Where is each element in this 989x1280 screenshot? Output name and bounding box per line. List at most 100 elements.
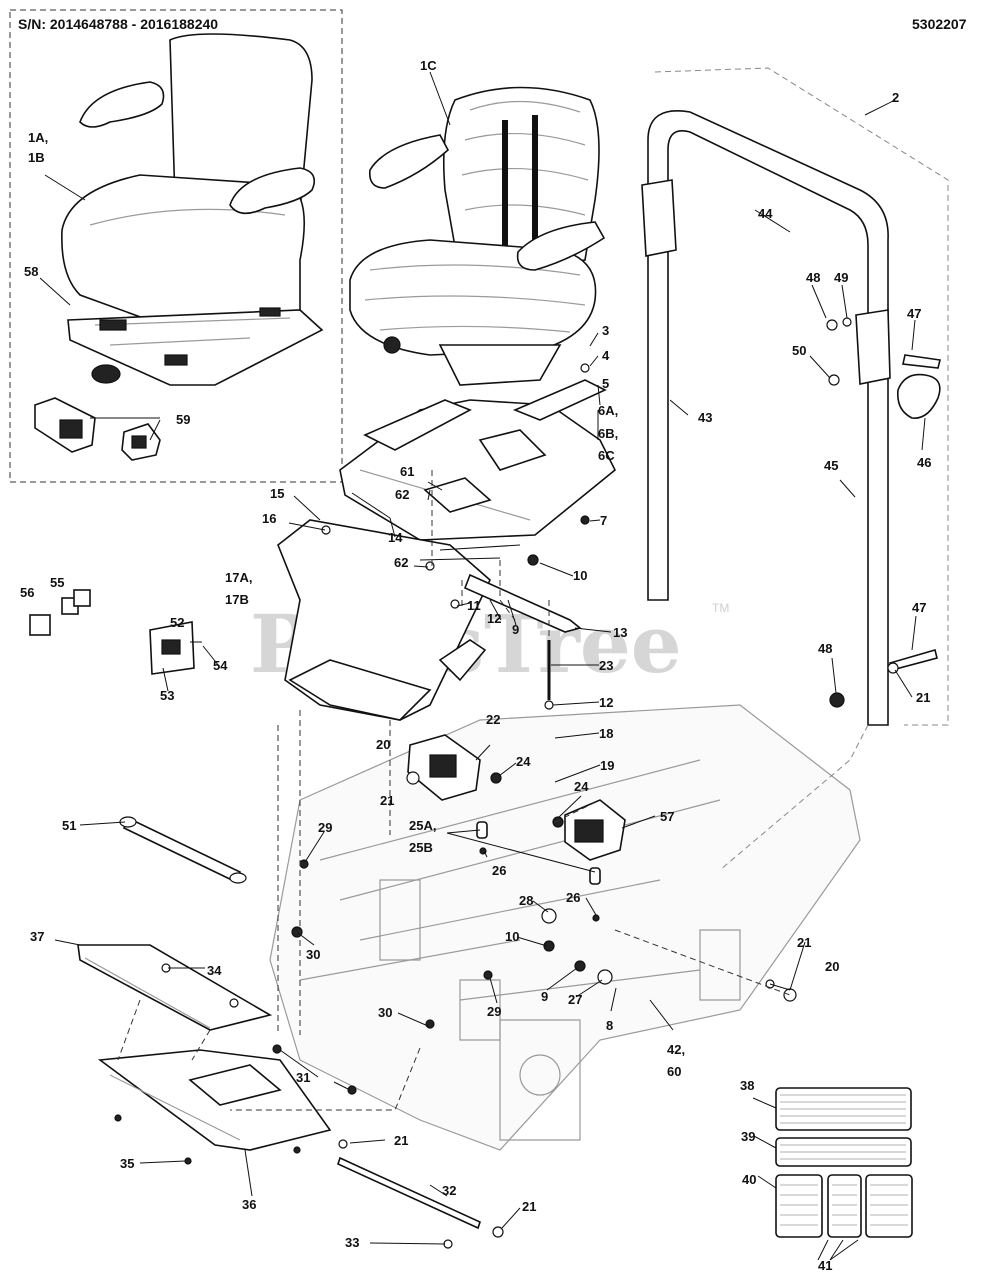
callout-29b: 29 xyxy=(487,1004,501,1019)
callout-62a: 62 xyxy=(395,487,409,502)
callout-17b: 17B xyxy=(225,592,249,607)
callout-51: 51 xyxy=(62,818,76,833)
decal-38 xyxy=(775,1087,912,1131)
callout-6a: 6A, xyxy=(598,403,618,418)
callout-1b: 1B xyxy=(28,150,45,165)
callout-6c: 6C xyxy=(598,448,615,463)
deck-plate-36 xyxy=(97,1049,332,1151)
callout-47b: 47 xyxy=(912,600,926,615)
callout-33: 33 xyxy=(345,1235,359,1250)
callout-8: 8 xyxy=(606,1018,613,1033)
callout-5: 5 xyxy=(602,376,609,391)
callout-53: 53 xyxy=(160,688,174,703)
callout-49: 49 xyxy=(834,270,848,285)
seat-1c xyxy=(349,86,606,386)
callout-48b: 48 xyxy=(818,641,832,656)
chassis-frame xyxy=(269,704,861,1151)
seat-adjust-lever xyxy=(419,544,582,633)
callout-38: 38 xyxy=(740,1078,754,1093)
callout-45: 45 xyxy=(824,458,838,473)
seat-pan xyxy=(277,519,491,721)
callout-46: 46 xyxy=(917,455,931,470)
callout-59: 59 xyxy=(176,412,190,427)
callout-19: 19 xyxy=(600,758,614,773)
callout-42: 42, xyxy=(667,1042,685,1057)
relays xyxy=(29,589,91,636)
callout-16: 16 xyxy=(262,511,276,526)
callout-44: 44 xyxy=(758,206,773,221)
callout-12a: 12 xyxy=(487,611,501,626)
assembly-lines xyxy=(117,67,949,1111)
callout-21c: 21 xyxy=(797,935,811,950)
callout-2: 2 xyxy=(892,90,899,105)
callout-24b: 24 xyxy=(574,779,589,794)
callout-60: 60 xyxy=(667,1064,681,1079)
callout-21d: 21 xyxy=(394,1133,408,1148)
leader-lines xyxy=(39,71,926,1261)
callout-54: 54 xyxy=(213,658,228,673)
diagram-number: 5302207 xyxy=(912,16,967,32)
callout-12b: 12 xyxy=(599,695,613,710)
callout-55: 55 xyxy=(50,575,64,590)
callout-36: 36 xyxy=(242,1197,256,1212)
callout-62b: 62 xyxy=(394,555,408,570)
callout-15: 15 xyxy=(270,486,284,501)
bracket-52 xyxy=(149,621,195,675)
callout-21b: 21 xyxy=(916,690,930,705)
callout-20b: 20 xyxy=(825,959,839,974)
callout-28: 28 xyxy=(519,893,533,908)
seat-switch-59 xyxy=(34,397,161,461)
shaft-32 xyxy=(337,1139,504,1238)
switch-22 xyxy=(407,734,481,801)
callout-24a: 24 xyxy=(516,754,531,769)
callout-40: 40 xyxy=(742,1172,756,1187)
inset-box xyxy=(9,9,343,483)
callout-labels: 1A, 1B 1C 2 3 4 5 6A, 6B, 6C 7 8 9 9 10 … xyxy=(20,58,931,1273)
callout-6b: 6B, xyxy=(598,426,618,441)
callout-47a: 47 xyxy=(907,306,921,321)
callout-30a: 30 xyxy=(306,947,320,962)
watermark-tm: TM xyxy=(712,601,729,615)
decal-40 xyxy=(775,1174,913,1238)
callout-7: 7 xyxy=(600,513,607,528)
link-rod-51 xyxy=(119,816,247,884)
callout-9b: 9 xyxy=(541,989,548,1004)
callout-3: 3 xyxy=(602,323,609,338)
decal-39 xyxy=(775,1137,912,1167)
seat-plate xyxy=(339,379,617,541)
callout-26a: 26 xyxy=(492,863,506,878)
callout-52: 52 xyxy=(170,615,184,630)
callout-48a: 48 xyxy=(806,270,820,285)
callout-61: 61 xyxy=(400,464,414,479)
callout-10b: 10 xyxy=(505,929,519,944)
rops-frame xyxy=(641,110,891,726)
callout-11: 11 xyxy=(467,598,481,613)
callout-37: 37 xyxy=(30,929,44,944)
callout-50: 50 xyxy=(792,343,806,358)
callout-58: 58 xyxy=(24,264,38,279)
callout-29a: 29 xyxy=(318,820,332,835)
callout-34: 34 xyxy=(207,963,222,978)
callout-26b: 26 xyxy=(566,890,580,905)
callout-31: 31 xyxy=(296,1070,310,1085)
callout-39: 39 xyxy=(741,1129,755,1144)
serial-number-range: S/N: 2014648788 - 2016188240 xyxy=(18,16,218,32)
callout-14: 14 xyxy=(388,530,403,545)
callout-43: 43 xyxy=(698,410,712,425)
callout-56: 56 xyxy=(20,585,34,600)
callout-21a: 21 xyxy=(380,793,394,808)
callout-4: 4 xyxy=(602,348,610,363)
callout-30b: 30 xyxy=(378,1005,392,1020)
callout-25a: 25A, xyxy=(409,818,436,833)
callout-57: 57 xyxy=(660,809,674,824)
callout-20a: 20 xyxy=(376,737,390,752)
callout-10a: 10 xyxy=(573,568,587,583)
callout-32: 32 xyxy=(442,1183,456,1198)
callout-23: 23 xyxy=(599,658,613,673)
callout-1c: 1C xyxy=(420,58,437,73)
seat-1a-1b xyxy=(61,33,324,386)
callout-25b: 25B xyxy=(409,840,433,855)
callout-21e: 21 xyxy=(522,1199,536,1214)
callout-27: 27 xyxy=(568,992,582,1007)
